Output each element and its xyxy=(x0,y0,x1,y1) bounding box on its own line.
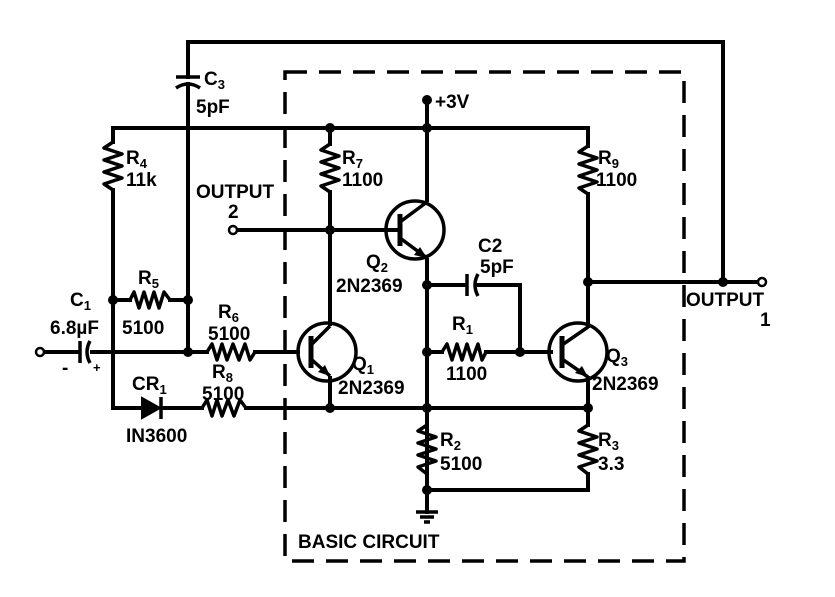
resistor-r7 xyxy=(319,142,341,194)
junction-dots xyxy=(108,95,728,495)
output1-terminal xyxy=(756,276,768,288)
diode-cr1 xyxy=(141,396,163,420)
r2-value: 5100 xyxy=(440,454,482,475)
r4-ref: R4 xyxy=(126,148,148,171)
c2-ref: C2 xyxy=(478,236,502,257)
output2-number: 2 xyxy=(228,202,239,223)
r5-ref: R5 xyxy=(138,268,159,291)
basic-circuit-label: BASIC CIRCUIT xyxy=(298,532,440,553)
c2-value: 5pF xyxy=(480,257,514,278)
q2-ref: Q2 xyxy=(366,252,388,275)
r7-value: 1100 xyxy=(342,170,383,191)
q1-value: 2N2369 xyxy=(338,378,405,399)
capacitor-c1 xyxy=(78,340,92,364)
c1-value: 6.8µF xyxy=(50,318,99,339)
cr1-ref: CR1 xyxy=(132,374,167,397)
ground-symbol xyxy=(416,510,438,524)
capacitor-c3 xyxy=(175,68,201,94)
transistor-q3 xyxy=(547,321,609,383)
capacitor-c2 xyxy=(465,273,480,297)
c3-ref: C3 xyxy=(204,69,225,92)
output1-number: 1 xyxy=(760,310,771,331)
r8-ref: R8 xyxy=(212,362,233,385)
r4-value: 11k xyxy=(126,170,157,191)
r6-ref: R6 xyxy=(218,302,239,325)
q2-value: 2N2369 xyxy=(336,276,403,297)
c3-value: 5pF xyxy=(196,97,230,118)
r7-ref: R7 xyxy=(342,148,363,171)
output2-terminal xyxy=(227,224,239,236)
r1-value: 1100 xyxy=(446,364,487,385)
resistor-r2 xyxy=(416,423,438,476)
resistor-r4 xyxy=(102,140,124,192)
r5-value: 5100 xyxy=(122,318,164,339)
r3-value: 3.3 xyxy=(598,454,624,475)
resistor-r5 xyxy=(128,290,172,310)
q3-ref: Q3 xyxy=(606,346,628,369)
r6-value: 5100 xyxy=(208,324,250,345)
basic-circuit-boundary xyxy=(283,70,686,563)
resistor-r6 xyxy=(205,342,257,362)
r8-value: 5100 xyxy=(202,384,244,405)
c1-minus: - xyxy=(62,358,68,379)
r2-ref: R2 xyxy=(440,430,461,453)
q1-ref: Q1 xyxy=(352,354,374,377)
resistor-r1 xyxy=(440,342,488,362)
resistor-r9 xyxy=(577,144,599,196)
r1-ref: R1 xyxy=(452,314,473,337)
resistor-r8 xyxy=(200,398,248,418)
supply-label: +3V xyxy=(435,92,470,113)
q3-value: 2N2369 xyxy=(592,374,659,395)
transistor-q1 xyxy=(296,321,358,383)
r3-ref: R3 xyxy=(598,430,619,453)
cr1-value: IN3600 xyxy=(126,426,187,447)
input-terminal xyxy=(34,346,46,358)
output2-label: OUTPUT xyxy=(196,182,275,203)
resistor-r3 xyxy=(577,423,599,476)
c1-plus: + xyxy=(93,360,101,375)
c1-ref: C1 xyxy=(70,290,91,313)
transistor-q2 xyxy=(384,199,446,261)
r9-ref: R9 xyxy=(598,148,619,171)
output1-label: OUTPUT xyxy=(686,290,765,311)
r9-value: 1100 xyxy=(596,170,637,191)
